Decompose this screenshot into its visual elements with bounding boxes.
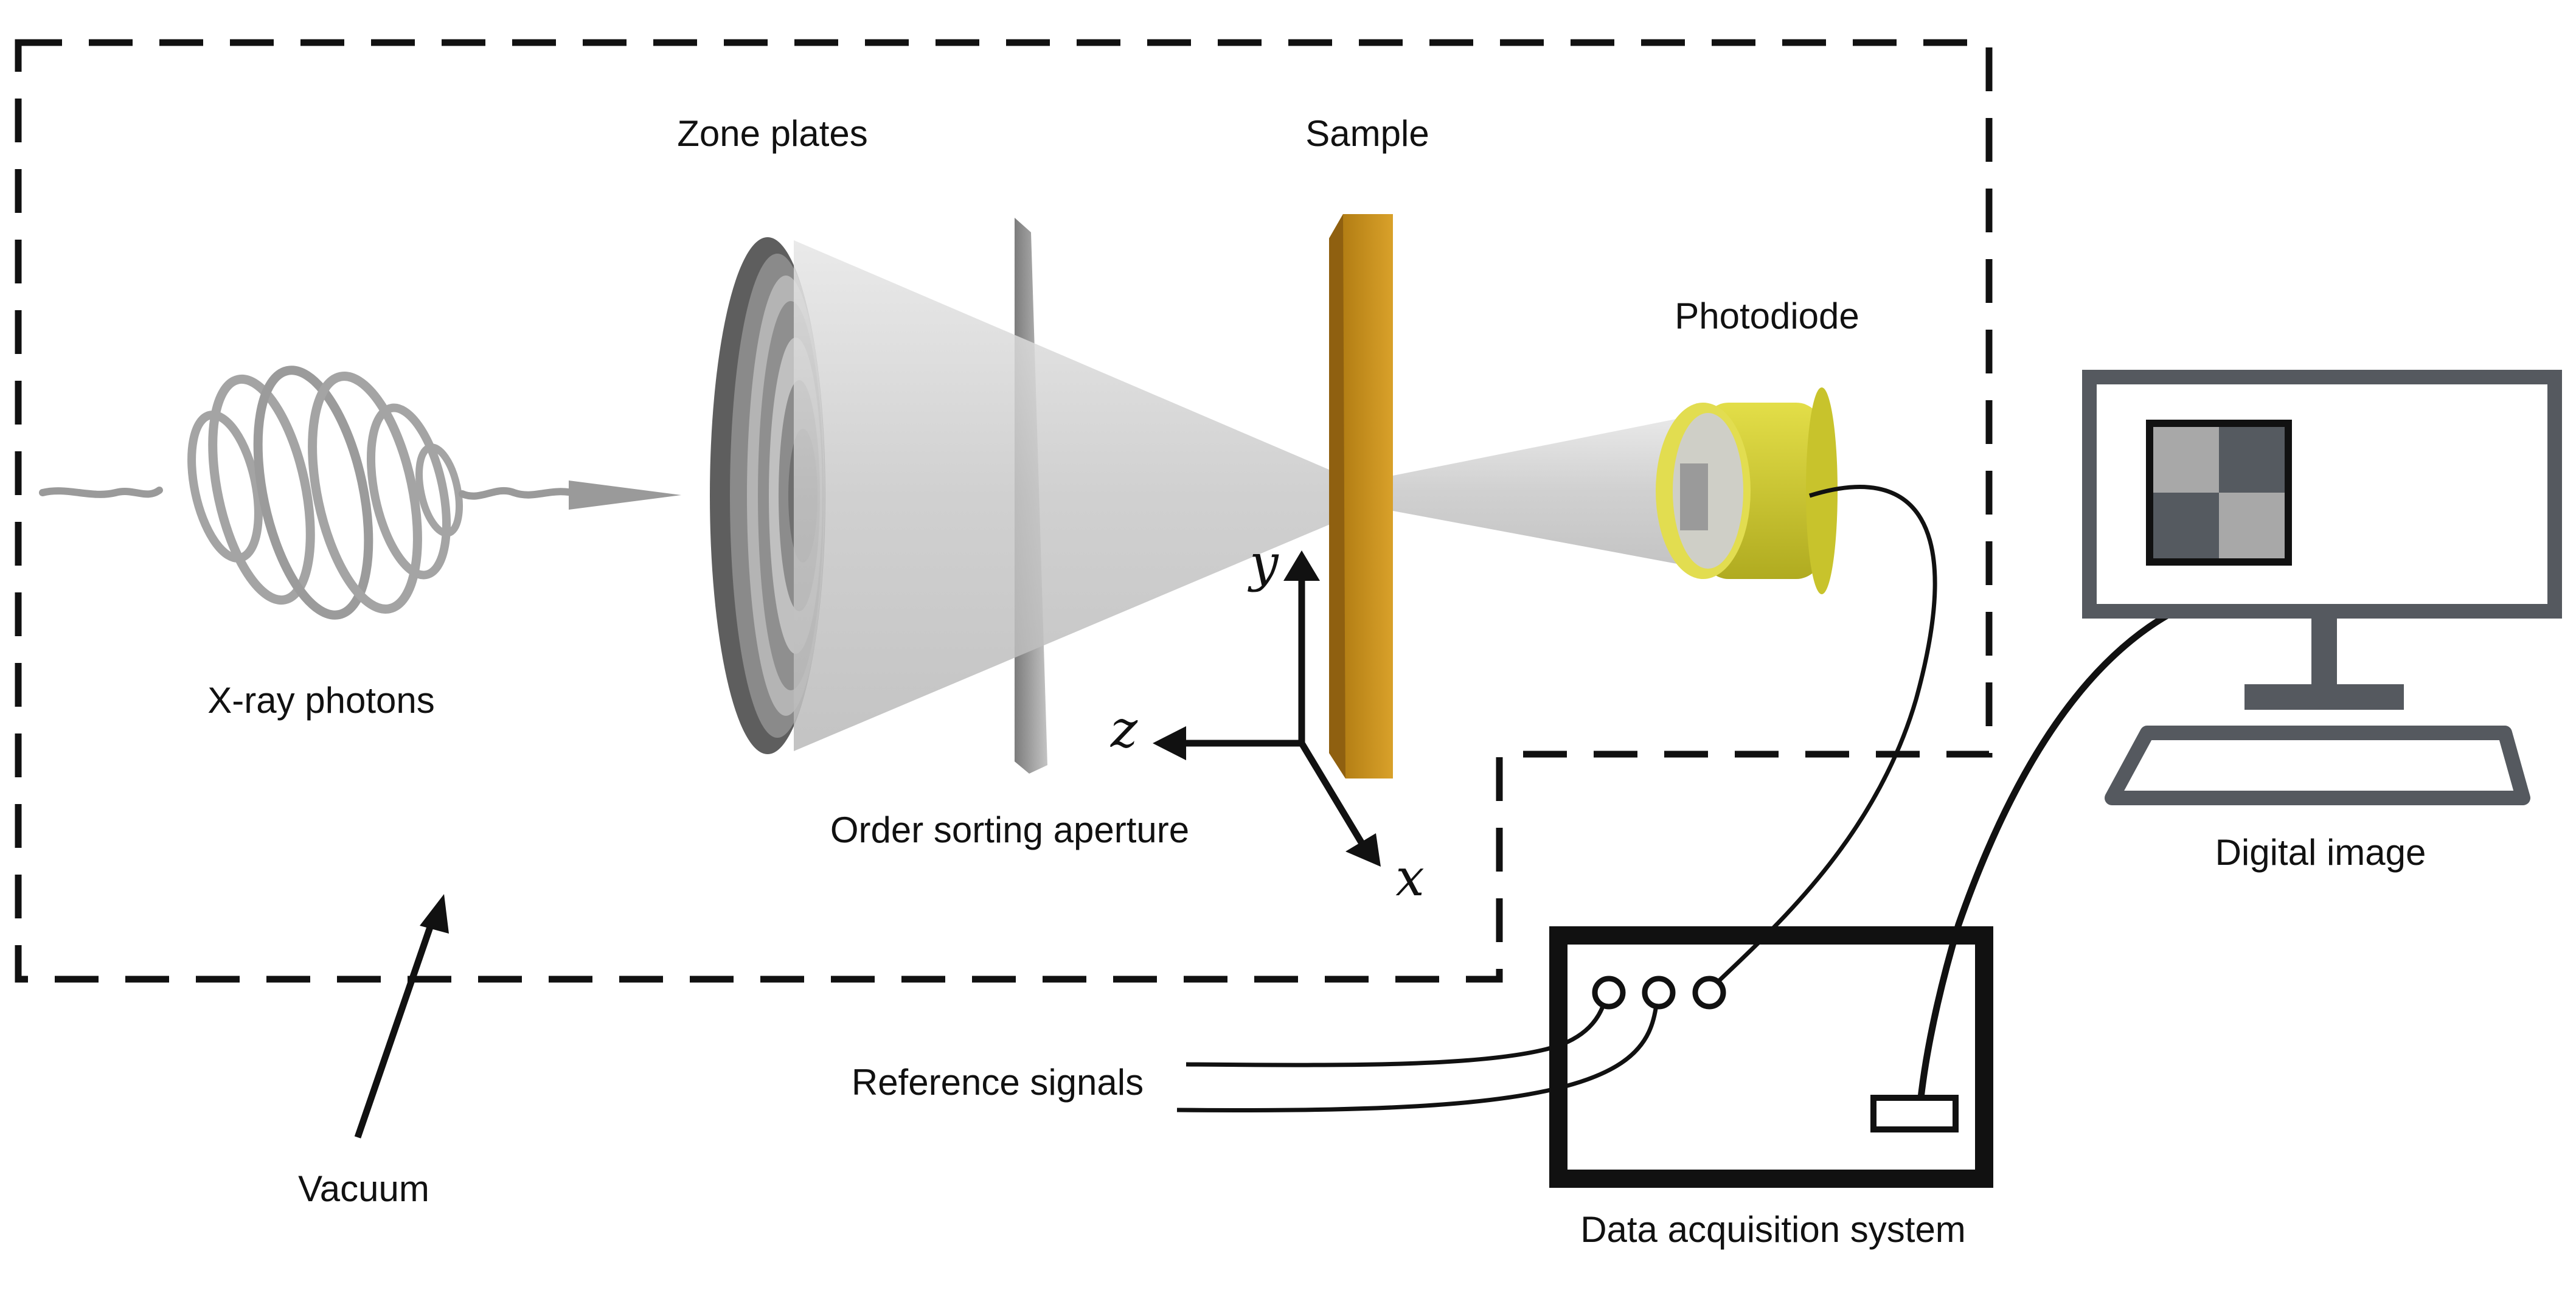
label-reference-signals: Reference signals [852, 1062, 1144, 1103]
monitor-cable [1917, 608, 2176, 1098]
data-acquisition-box [1549, 926, 1993, 1188]
keyboard [2105, 726, 2530, 805]
converging-beam [794, 240, 1347, 751]
computer [2082, 370, 2562, 805]
sample-plate [1329, 214, 1393, 779]
reference-signal-wire-1 [1186, 991, 1609, 1067]
output-port [1870, 1095, 1959, 1132]
label-zone-plates: Zone plates [677, 113, 868, 154]
photodiode [1656, 387, 1838, 594]
vacuum-arrow [354, 894, 449, 1139]
diverging-beam [1393, 414, 1703, 569]
label-sample: Sample [1305, 113, 1429, 154]
digital-image-thumbnail [2146, 420, 2292, 566]
label-data-acquisition-system: Data acquisition system [1580, 1209, 1966, 1250]
vacuum-chamber-outline [15, 39, 1993, 983]
input-port-1 [1592, 976, 1626, 1010]
axis-label-y: y [1247, 533, 1279, 593]
axis-label-x: x [1395, 848, 1424, 907]
xray-photon-wavepacket [39, 366, 681, 620]
input-port-3 [1692, 976, 1726, 1010]
label-xray-photons: X-ray photons [207, 680, 435, 721]
label-order-sorting-aperture: Order sorting aperture [830, 810, 1189, 850]
label-photodiode: Photodiode [1675, 296, 1859, 336]
monitor-base [2244, 684, 2404, 710]
reference-signal-wire-2 [1176, 992, 1660, 1112]
monitor-neck [2311, 611, 2337, 690]
axis-label-z: z [1110, 699, 1138, 759]
label-vacuum: Vacuum [298, 1168, 429, 1209]
coordinate-axes [1153, 550, 1381, 867]
label-digital-image: Digital image [2215, 832, 2426, 873]
input-port-2 [1642, 976, 1676, 1010]
